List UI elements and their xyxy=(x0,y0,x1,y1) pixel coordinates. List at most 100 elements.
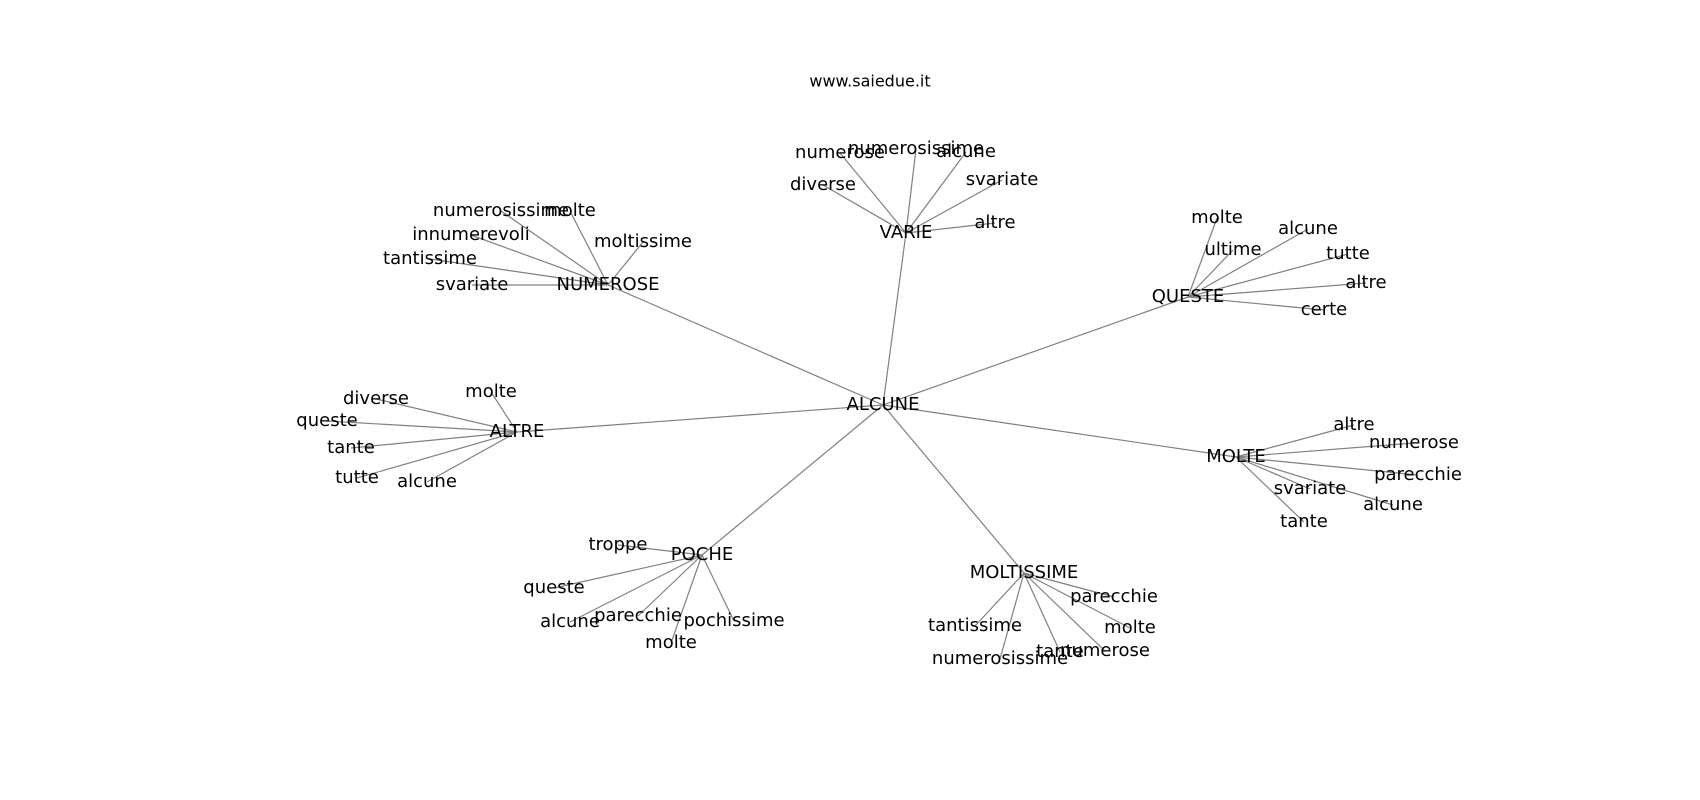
edge-moltissime-numerosissime xyxy=(999,572,1025,660)
edge-root-queste xyxy=(882,296,1189,406)
leaf-node-molte-svariate: svariate xyxy=(1274,478,1347,499)
leaf-node-varie-diverse: diverse xyxy=(790,174,856,195)
hub-node-molte: MOLTE xyxy=(1206,446,1266,467)
edge-molte-alcune xyxy=(1235,456,1394,506)
leaf-node-numerose-moltissime: moltissime xyxy=(594,231,692,252)
edge-varie-numerose xyxy=(839,152,907,234)
leaf-node-numerose-numerosissime: numerosissime xyxy=(433,200,569,221)
edge-molte-altre xyxy=(1235,424,1355,458)
edge-altre-diverse xyxy=(375,398,518,433)
edge-numerose-innumerevoli xyxy=(470,234,609,286)
edge-queste-alcune xyxy=(1187,228,1309,298)
edge-poche-troppe xyxy=(617,544,703,556)
edge-queste-tutte xyxy=(1187,253,1349,298)
hub-node-moltissime: MOLTISSIME xyxy=(970,562,1079,583)
edge-root-numerose xyxy=(607,284,884,406)
leaf-node-moltissime-molte: molte xyxy=(1104,617,1156,638)
leaf-node-poche-queste: queste xyxy=(523,577,584,598)
edge-molte-numerose xyxy=(1235,442,1415,458)
leaf-node-varie-numerose: numerose xyxy=(795,142,885,163)
leaf-node-queste-tutte: tutte xyxy=(1326,243,1370,264)
leaf-node-varie-numerosissime: numerosissime xyxy=(848,138,984,159)
leaf-node-poche-parecchie: parecchie xyxy=(594,605,682,626)
leaf-node-molte-alcune: alcune xyxy=(1363,494,1423,515)
leaf-node-numerose-innumerevoli: innumerevoli xyxy=(412,224,530,245)
leaf-node-moltissime-tante: tante xyxy=(1036,641,1084,662)
edge-poche-molte xyxy=(670,554,703,644)
leaf-node-queste-ultime: ultime xyxy=(1204,239,1261,260)
edge-moltissime-parecchie xyxy=(1023,572,1115,598)
leaf-node-molte-altre: altre xyxy=(1333,414,1374,435)
labels-layer: ALCUNEVARIEnumerosenumerosissimealcunedi… xyxy=(296,138,1462,669)
leaf-node-molte-tante: tante xyxy=(1280,511,1328,532)
leaf-node-moltissime-numerose: numerose xyxy=(1060,640,1150,661)
leaf-node-poche-troppe: troppe xyxy=(588,534,647,555)
leaf-node-varie-svariate: svariate xyxy=(966,169,1039,190)
edge-altre-molte xyxy=(490,391,518,433)
leaf-node-varie-altre: altre xyxy=(974,212,1015,233)
leaf-node-altre-tutte: tutte xyxy=(335,467,379,488)
edge-molte-svariate xyxy=(1235,456,1311,490)
leaf-node-poche-molte: molte xyxy=(645,632,697,653)
hub-node-poche: POCHE xyxy=(671,544,734,565)
edge-poche-pochissime xyxy=(701,554,735,622)
edge-numerose-molte xyxy=(569,210,609,286)
hub-node-numerose: NUMEROSE xyxy=(556,274,659,295)
edge-altre-tante xyxy=(350,431,518,449)
leaf-node-moltissime-numerosissime: numerosissime xyxy=(932,648,1068,669)
edge-numerose-numerosissime xyxy=(500,210,609,286)
edge-poche-alcune xyxy=(569,554,703,623)
leaf-node-numerose-molte: molte xyxy=(544,200,596,221)
leaf-node-numerose-tantissime: tantissime xyxy=(383,248,477,269)
edge-queste-altre xyxy=(1187,282,1367,298)
leaf-node-altre-tante: tante xyxy=(327,437,375,458)
hub-node-varie: VARIE xyxy=(880,222,933,243)
site-watermark: www.saiedue.it xyxy=(809,72,930,91)
leaf-node-moltissime-tantissime: tantissime xyxy=(928,615,1022,636)
leaf-node-queste-alcune: alcune xyxy=(1278,218,1338,239)
leaf-node-altre-queste: queste xyxy=(296,410,357,431)
edges-layer xyxy=(326,148,1419,660)
root-node-label: ALCUNE xyxy=(847,394,920,415)
edge-varie-altre xyxy=(905,222,996,234)
edge-moltissime-tantissime xyxy=(974,572,1025,627)
edge-root-moltissime xyxy=(882,404,1025,574)
leaf-node-varie-alcune: alcune xyxy=(936,141,996,162)
edge-queste-ultime xyxy=(1187,249,1234,298)
edge-moltissime-numerose xyxy=(1023,572,1106,652)
edge-varie-alcune xyxy=(905,151,967,234)
leaf-node-queste-altre: altre xyxy=(1345,272,1386,293)
edge-queste-certe xyxy=(1187,296,1325,311)
edge-altre-tutte xyxy=(356,431,518,479)
edge-varie-diverse xyxy=(822,184,907,234)
leaf-node-altre-molte: molte xyxy=(465,381,517,402)
leaf-node-altre-diverse: diverse xyxy=(343,388,409,409)
leaf-node-moltissime-parecchie: parecchie xyxy=(1070,586,1158,607)
hub-node-queste: QUESTE xyxy=(1152,286,1225,307)
hub-node-altre: ALTRE xyxy=(490,421,545,442)
edge-numerose-tantissime xyxy=(429,258,609,286)
leaf-node-queste-molte: molte xyxy=(1191,207,1243,228)
leaf-node-altre-alcune: alcune xyxy=(397,471,457,492)
edge-moltissime-molte xyxy=(1023,572,1131,629)
edge-moltissime-tante xyxy=(1023,572,1061,653)
edge-numerose-moltissime xyxy=(607,241,644,286)
edge-root-molte xyxy=(882,404,1237,458)
edge-poche-parecchie xyxy=(637,554,703,617)
edge-molte-tante xyxy=(1235,456,1305,523)
edge-root-varie xyxy=(882,232,907,406)
leaf-node-molte-numerose: numerose xyxy=(1369,432,1459,453)
edge-altre-alcune xyxy=(426,431,518,483)
edge-root-altre xyxy=(516,404,884,433)
edge-root-poche xyxy=(701,404,884,556)
leaf-node-molte-parecchie: parecchie xyxy=(1374,464,1462,485)
leaf-node-poche-alcune: alcune xyxy=(540,611,600,632)
edge-poche-queste xyxy=(553,554,703,589)
leaf-node-numerose-svariate: svariate xyxy=(436,274,509,295)
edge-molte-parecchie xyxy=(1235,456,1419,476)
edge-varie-numerosissime xyxy=(905,148,917,234)
edge-queste-molte xyxy=(1187,217,1218,298)
edge-altre-queste xyxy=(326,420,518,433)
leaf-node-poche-pochissime: pochissime xyxy=(683,610,784,631)
